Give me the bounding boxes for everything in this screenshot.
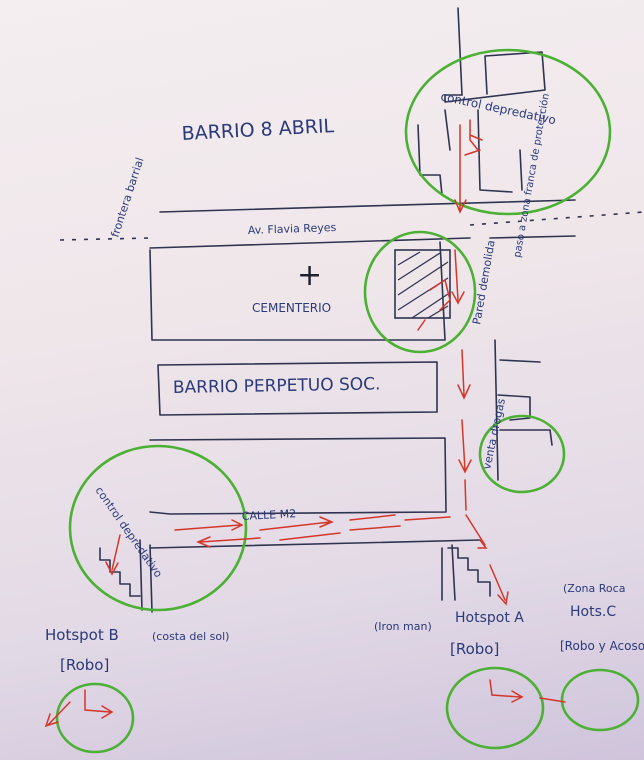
label-control-depredativo-left: control depredativo [93, 484, 166, 580]
arrow-main-north-south [454, 124, 467, 214]
arrow-cemetery-loop [417, 278, 451, 331]
demolished-wall-building [394, 249, 451, 319]
label-frontera-barrial: frontera barrial [108, 156, 146, 239]
right-street-edge [494, 339, 553, 481]
zone-circle-hotspot-a [445, 666, 545, 750]
label-hots-c: Hots.C [570, 604, 616, 620]
label-zona-roca: (Zona Roca [563, 582, 625, 595]
street-vertical-top-a [457, 7, 463, 96]
arrow-hotspot-b-loop [44, 689, 114, 728]
avenue-right-edge [489, 235, 576, 239]
arrow-calle-m2-west [196, 525, 401, 548]
label-costa-del-sol: (costa del sol) [152, 630, 229, 643]
lower-block [149, 437, 447, 515]
stairs-right [447, 547, 491, 597]
label-robo-a: [Robo] [450, 640, 499, 658]
movement-arrows [44, 119, 566, 728]
cementerio-block [149, 241, 446, 341]
cross-icon: + [297, 258, 322, 293]
zone-circle-cementerio [363, 230, 477, 354]
arrow-to-hotspot-a [465, 514, 509, 606]
label-av-flavia-reyes: Av. Flavia Reyes [248, 221, 337, 237]
arrow-hotspot-a-loop [489, 679, 566, 703]
right-lower-street [441, 544, 456, 601]
avenue-bottom-edge [149, 237, 471, 249]
zone-circle-control-left [68, 444, 248, 612]
left-lower-street [139, 539, 153, 613]
label-robo-y-acoso: [Robo y Acoso] [560, 639, 644, 653]
calle-m2-bottom-edge [149, 539, 481, 549]
zone-circle-hotspot-b [55, 682, 135, 754]
arrow-cemetery-exit [451, 249, 465, 305]
label-barrio-perpetuo: BARRIO PERPETUO SOC. [173, 374, 381, 398]
street-lines [139, 7, 576, 613]
stairs-left [99, 547, 141, 597]
label-cementerio: CEMENTERIO [252, 301, 331, 315]
zone-circle-venta-drogas [478, 414, 566, 494]
label-iron-man: (Iron man) [374, 620, 432, 633]
label-barrio-8-abril: BARRIO 8 ABRIL [181, 115, 335, 145]
zone-circle-hotspot-c [560, 668, 640, 732]
zone-circle-control-top [404, 48, 612, 216]
label-calle-m2: CALLE M2 [241, 507, 296, 523]
street-vertical-main-right [477, 109, 523, 193]
label-hotspot-b: Hotspot B [45, 626, 119, 644]
label-venta-drogas: venta drogas [480, 397, 508, 471]
avenue-top-edge [159, 199, 576, 213]
label-robo-b: [Robo] [60, 656, 109, 674]
arrow-east-street-south [457, 349, 472, 511]
arrow-top-loop [464, 119, 483, 156]
street-top-right-block [444, 51, 546, 103]
arrow-to-hotspot-b [105, 534, 121, 576]
arrow-calle-m2-east [174, 514, 451, 531]
perpetuo-block [157, 361, 438, 416]
street-vertical-main-left [417, 109, 451, 196]
frontier-dashed-line [59, 211, 644, 241]
label-hotspot-a: Hotspot A [455, 610, 524, 626]
